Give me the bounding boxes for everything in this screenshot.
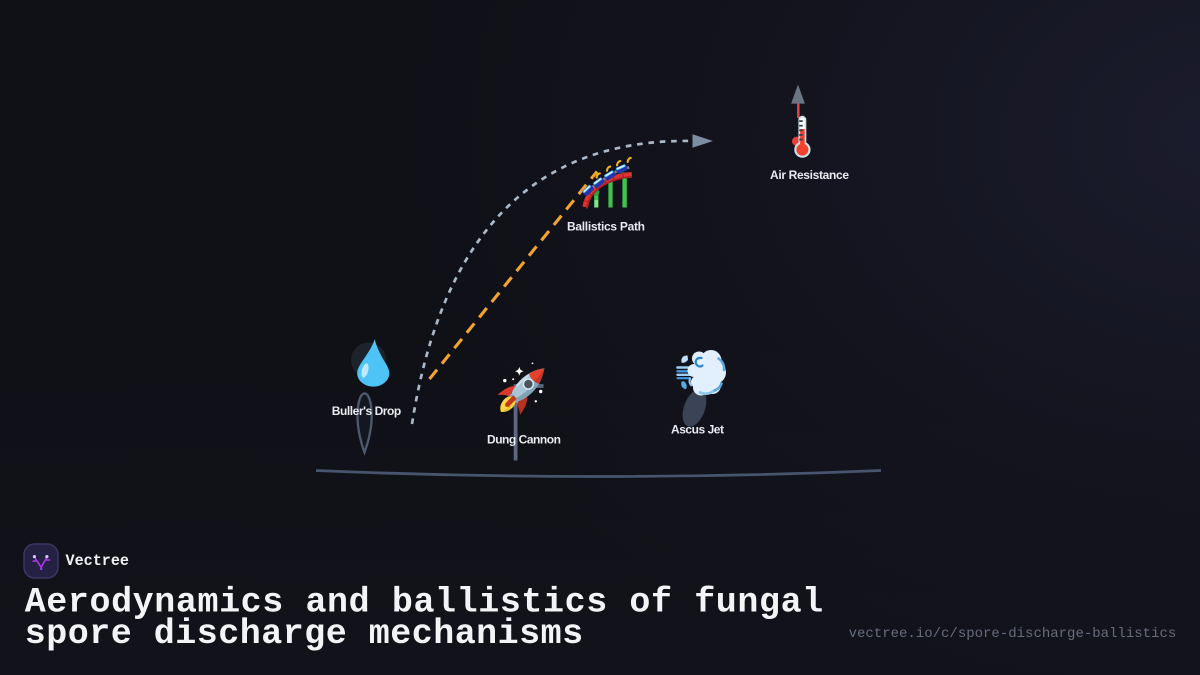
svg-text:Vectree: Vectree — [66, 552, 130, 570]
svg-text:spore discharge mechanisms: spore discharge mechanisms — [25, 614, 584, 654]
svg-text:Ballistics Path: Ballistics Path — [567, 220, 645, 234]
svg-text:Aerodynamics and ballistics of: Aerodynamics and ballistics of fungal — [25, 582, 824, 622]
svg-text:Ascus Jet: Ascus Jet — [671, 423, 724, 437]
svg-text:vectree.io/c/spore-discharge-b: vectree.io/c/spore-discharge-ballistics — [849, 626, 1177, 642]
svg-text:Dung Cannon: Dung Cannon — [487, 433, 561, 447]
svg-text:Buller's Drop: Buller's Drop — [332, 404, 402, 418]
svg-text:Air Resistance: Air Resistance — [770, 168, 849, 182]
